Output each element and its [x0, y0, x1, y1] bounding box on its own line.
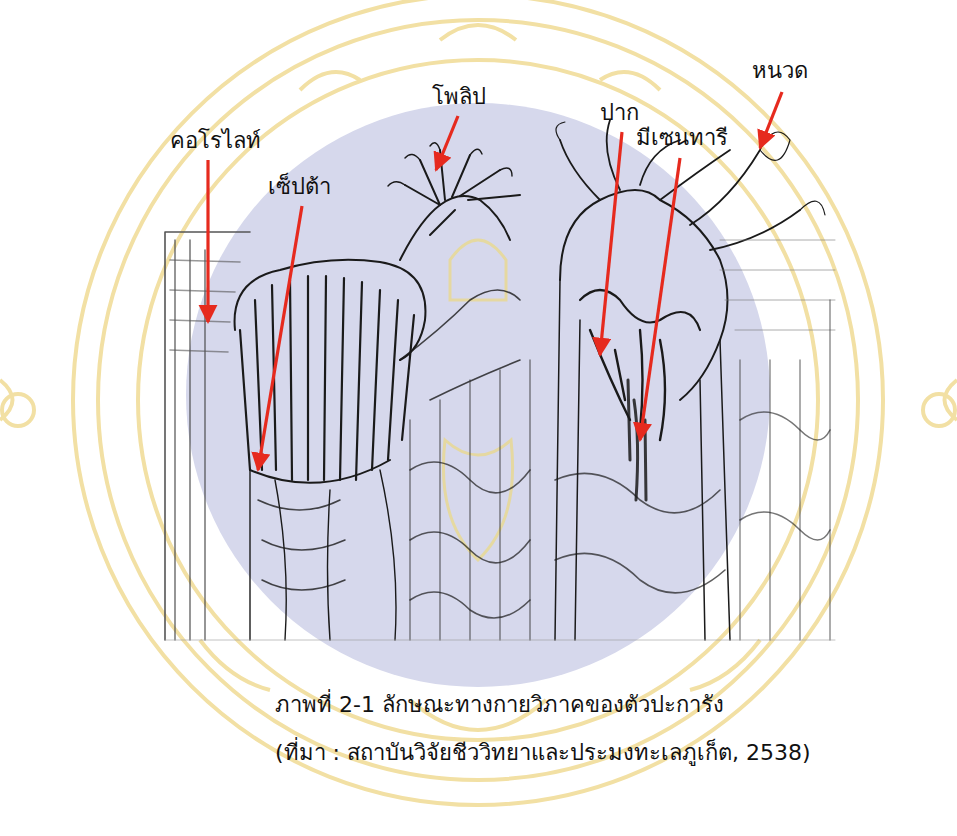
- source-note: (ที่มา : สถาบันวิจัยชีววิทยาและประมงทะเล…: [275, 740, 811, 766]
- leader-arrows: [208, 92, 782, 470]
- part-label: โพลิป: [432, 84, 486, 110]
- background-disc: [186, 103, 770, 687]
- part-label: มีเซนทารี: [636, 125, 728, 151]
- part-label: หนวด: [752, 58, 808, 84]
- seal-watermark: [0, 0, 957, 805]
- part-label: คอโรไลท์: [170, 128, 261, 154]
- part-label: ปาก: [600, 100, 639, 126]
- seal-emblem: [443, 240, 512, 560]
- figure-caption: ภาพที่ 2-1 ลักษณะทางกายวิภาคของตัวปะการั…: [275, 692, 724, 718]
- coral-drawing: [165, 120, 835, 640]
- part-label: เซ็ปต้า: [268, 174, 331, 200]
